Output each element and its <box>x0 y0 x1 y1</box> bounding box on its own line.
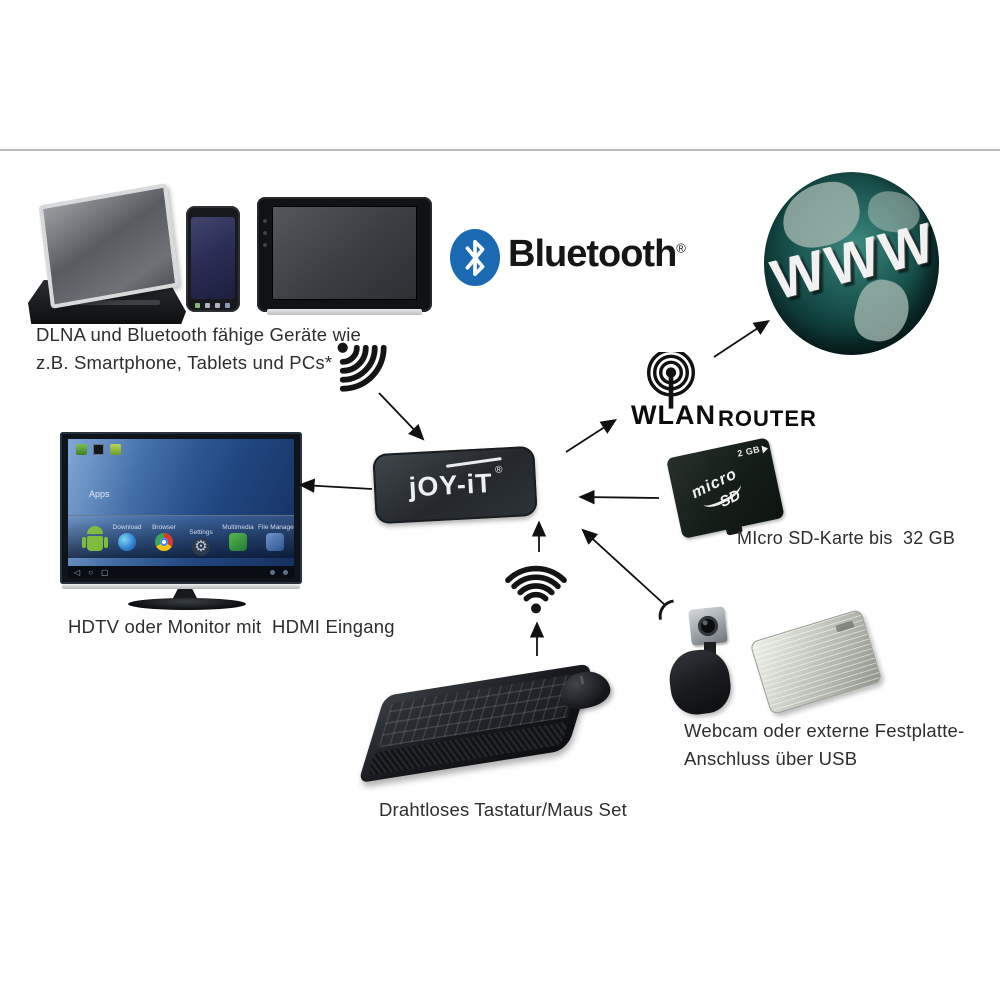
bluetooth-icon <box>450 229 500 286</box>
webcam-head <box>688 606 728 646</box>
multimedia-icon <box>229 533 247 551</box>
tablet-image <box>257 197 432 315</box>
tv-mini-app-icon <box>110 444 121 455</box>
tablet-bottom-edge <box>267 309 422 315</box>
joy-it-registered-mark: ® <box>494 463 504 476</box>
arrow-webcam-to-hub <box>581 528 666 606</box>
joy-it-hdmi-stick: jOY-iT® <box>372 445 538 525</box>
file-manager-icon <box>266 533 284 551</box>
bluetooth-wordmark: Bluetooth <box>508 233 677 275</box>
status-dot-icon <box>270 569 275 575</box>
logo-swoosh-icon <box>445 456 502 468</box>
usb-caption-line1: Webcam oder externe Festplatte- <box>684 720 965 741</box>
tv-mini-app-icon <box>93 444 104 455</box>
arrow-hub-to-tv <box>298 478 373 493</box>
keyboard-mouse-image <box>356 662 626 796</box>
tv-dock-item-settings: Settings ⚙ <box>189 529 213 556</box>
docked-tablet-pc-image <box>28 183 186 328</box>
smartphone-image <box>186 206 240 312</box>
android-robot-icon <box>80 526 110 558</box>
hdtv-image: Apps Download Browser Settings ⚙ Multime… <box>60 432 302 584</box>
router-label: ROUTER <box>718 406 817 431</box>
arrow-wlan-to-www <box>713 320 771 358</box>
arrow-sd-to-hub <box>578 489 660 505</box>
tv-dock-item-browser: Browser <box>147 524 181 556</box>
tv-dock-item-filemanager: File Manager <box>258 524 294 556</box>
tv-dock-item-download: Download <box>110 524 144 556</box>
microsd-caption: MIcro SD-Karte bis 32 GB <box>737 528 956 548</box>
joy-it-logo: jOY-iT® <box>408 456 504 503</box>
browser-icon <box>155 533 173 551</box>
tv-top-app-icons <box>76 444 121 455</box>
tv-apps-label: Apps <box>89 489 110 499</box>
download-icon <box>118 533 136 551</box>
tablet-screen <box>272 206 417 300</box>
bluetooth-rune-icon <box>465 239 485 276</box>
bluetooth-label: Bluetooth® <box>508 233 686 276</box>
dlna-caption-line1: DLNA und Bluetooth fähige Geräte wie <box>36 324 361 345</box>
tv-dock-shelf <box>68 515 294 558</box>
wifi-signal-icon-bottom <box>505 565 567 614</box>
dock-slot <box>50 300 160 305</box>
bluetooth-registered-mark: ® <box>676 240 686 256</box>
www-globe-image <box>764 172 939 355</box>
tv-stand-neck <box>172 589 198 600</box>
sd-capacity-label: 2 GB <box>736 444 762 459</box>
mouse-scrollwheel-icon <box>579 675 585 685</box>
external-hdd-image <box>749 608 883 716</box>
smartphone-screen <box>191 217 235 299</box>
tv-taskbar: ◁ ○ ▢ <box>68 566 294 578</box>
tv-mini-app-icon <box>76 444 87 455</box>
sd-card-body: 2 GB micro SD <box>665 437 785 539</box>
wlan-label: WLAN <box>631 400 716 430</box>
dlna-caption-line2: z.B. Smartphone, Tablets und PCs* <box>36 352 333 373</box>
hdtv-caption: HDTV oder Monitor mit HDMI Eingang <box>68 616 395 637</box>
tv-screen: Apps Download Browser Settings ⚙ Multime… <box>68 439 294 566</box>
top-divider-line <box>0 149 1000 151</box>
wifi-signal-icon-top <box>337 342 387 392</box>
back-icon: ◁ <box>74 567 81 577</box>
arrow-dlna-to-hub <box>378 392 425 441</box>
recents-icon: ▢ <box>101 567 109 577</box>
tv-dock-item-multimedia: Multimedia <box>221 524 255 556</box>
webcam-base <box>666 646 734 718</box>
settings-gear-icon: ⚙ <box>192 538 210 556</box>
joy-it-wordmark: jOY-iT <box>408 467 494 502</box>
status-dot-icon <box>283 569 288 575</box>
wlan-antenna-icon <box>647 352 695 409</box>
sd-lock-arrow-icon <box>761 444 769 454</box>
usb-caption-line2: Anschluss über USB <box>684 748 858 769</box>
hdd-enclosure <box>749 608 883 716</box>
dock-screen <box>38 183 180 309</box>
webcam-lens-icon <box>697 615 719 637</box>
arrow-hub-to-wlan <box>565 419 618 453</box>
tv-bottom-edge <box>62 584 300 589</box>
home-icon: ○ <box>88 567 93 577</box>
keyboard-caption: Drahtloses Tastatur/Maus Set <box>379 799 627 820</box>
keyboard-body <box>357 662 595 784</box>
webcam-image <box>651 591 757 718</box>
hdd-logo-badge <box>835 620 855 633</box>
tv-stand-base <box>128 598 246 610</box>
